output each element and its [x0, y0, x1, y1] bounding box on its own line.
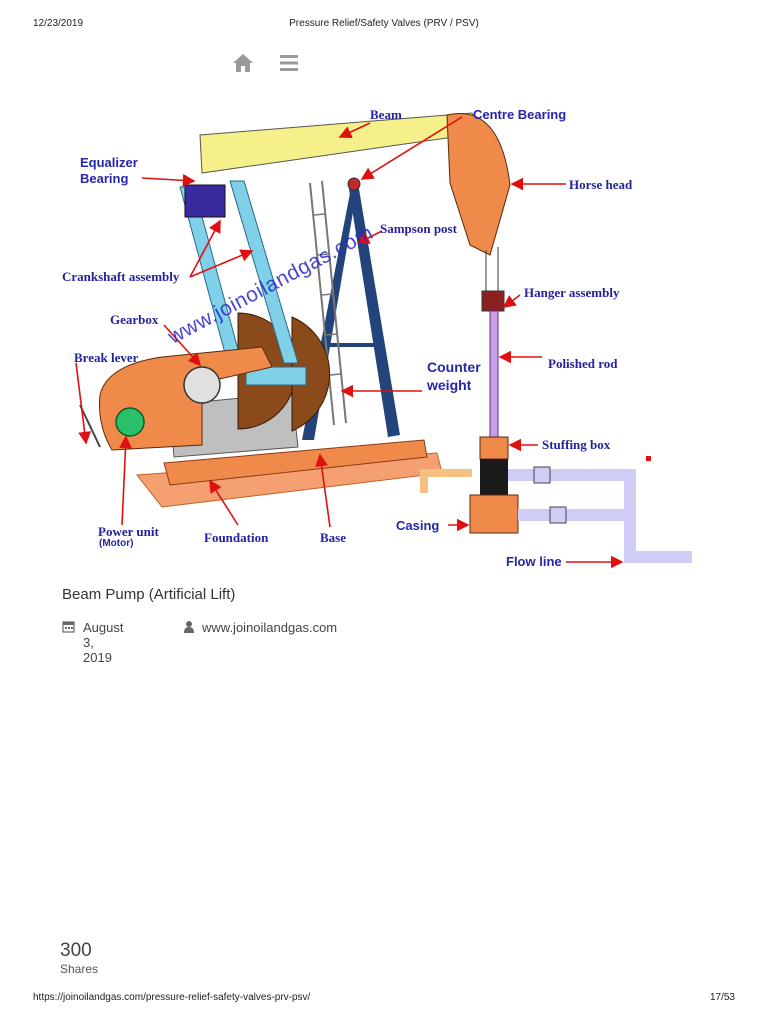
print-url: https://joinoilandgas.com/pressure-relie…	[33, 992, 311, 1003]
share-label: Shares	[60, 962, 99, 976]
label-counter-weight: weight	[427, 377, 472, 393]
label-stuffing-box: Stuffing box	[542, 437, 611, 452]
label-sampson-post: Sampson post	[380, 221, 457, 236]
post-title[interactable]: Beam Pump (Artificial Lift)	[62, 586, 236, 603]
menu-icon[interactable]	[278, 52, 300, 79]
label-power-unit: Power unit	[98, 524, 159, 539]
label-base: Base	[320, 530, 346, 545]
label-equalizer: Equalizer	[80, 155, 138, 170]
label-break-lever: Break lever	[74, 350, 139, 365]
label-equalizer-bearing: Bearing	[80, 171, 129, 186]
print-page-title: Pressure Relief/Safety Valves (PRV / PSV…	[289, 18, 479, 29]
post-author[interactable]: www.joinoilandgas.com	[202, 620, 338, 635]
share-count: 300	[60, 940, 92, 961]
beam-pump-diagram: www.joinoilandgas.com Beam Centre Bearin…	[52, 95, 702, 585]
label-crankshaft-assembly: Crankshaft assembly	[62, 269, 180, 284]
print-page-number: 17/53	[709, 992, 735, 1003]
beam-pump-illustration	[75, 112, 692, 569]
post-date: August 3, 2019	[83, 620, 124, 665]
print-date: 12/23/2019	[33, 18, 84, 29]
user-icon	[183, 620, 195, 636]
label-hanger-assembly: Hanger assembly	[524, 285, 620, 300]
calendar-icon	[62, 620, 75, 636]
label-flow-line: Flow line	[506, 554, 562, 569]
label-motor: (Motor)	[99, 538, 134, 549]
label-casing: Casing	[396, 518, 440, 533]
label-centre-bearing: Centre Bearing	[473, 107, 567, 122]
label-horse-head: Horse head	[569, 177, 633, 192]
home-icon[interactable]	[232, 52, 254, 79]
print-footer: https://joinoilandgas.com/pressure-relie…	[0, 992, 768, 1006]
label-foundation: Foundation	[204, 530, 269, 545]
share-counter: 300 Shares	[60, 940, 98, 976]
label-polished-rod: Polished rod	[548, 356, 618, 371]
label-counter: Counter	[427, 359, 481, 375]
print-header: 12/23/2019 Pressure Relief/Safety Valves…	[0, 18, 768, 32]
label-gearbox: Gearbox	[110, 312, 159, 327]
label-beam: Beam	[370, 107, 402, 122]
